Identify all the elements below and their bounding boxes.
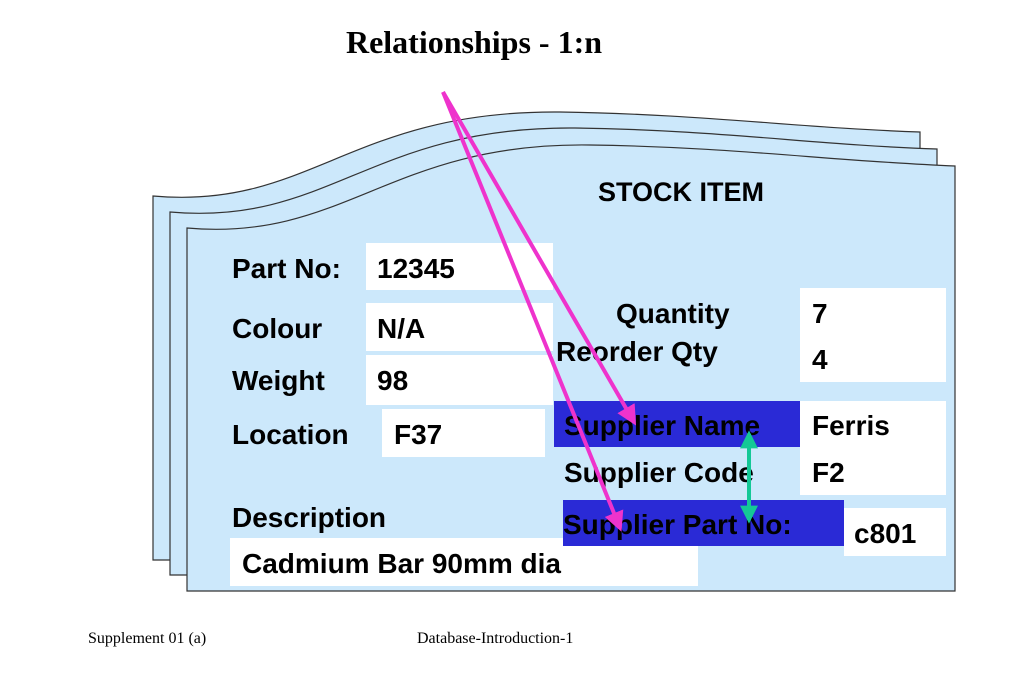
card-heading: STOCK ITEM bbox=[598, 177, 765, 207]
description-value: Cadmium Bar 90mm dia bbox=[230, 538, 698, 586]
supplier-code-value: F2 bbox=[800, 447, 946, 495]
supplier-name-value: Ferris bbox=[800, 401, 946, 447]
location-value: F37 bbox=[382, 409, 545, 457]
quantity-reorder-box: 7 4 bbox=[800, 288, 946, 382]
part-no-value: 12345 bbox=[366, 243, 553, 290]
reorder-qty-value: 4 bbox=[812, 344, 828, 375]
description-label: Description bbox=[232, 502, 387, 533]
supplier-code-label: Supplier Code bbox=[564, 457, 754, 488]
location-label: Location bbox=[232, 419, 349, 450]
colour-value: N/A bbox=[366, 303, 553, 351]
supplier-name-label: Supplier Name bbox=[554, 401, 801, 447]
quantity-value: 7 bbox=[812, 298, 828, 329]
footer-left: Supplement 01 (a) bbox=[88, 630, 207, 647]
supplier-part-no-value: c801 bbox=[844, 508, 946, 556]
part-no-label: Part No: bbox=[232, 253, 341, 284]
supplier-part-no-label: Supplier Part No: bbox=[563, 500, 844, 546]
weight-value: 98 bbox=[366, 355, 553, 405]
reorder-qty-label: Reorder Qty bbox=[556, 336, 718, 367]
slide-title: Relationships - 1:n bbox=[345, 24, 603, 60]
quantity-label: Quantity bbox=[616, 298, 730, 329]
weight-label: Weight bbox=[232, 365, 325, 396]
colour-label: Colour bbox=[232, 313, 323, 344]
footer-center: Database-Introduction-1 bbox=[417, 630, 574, 647]
